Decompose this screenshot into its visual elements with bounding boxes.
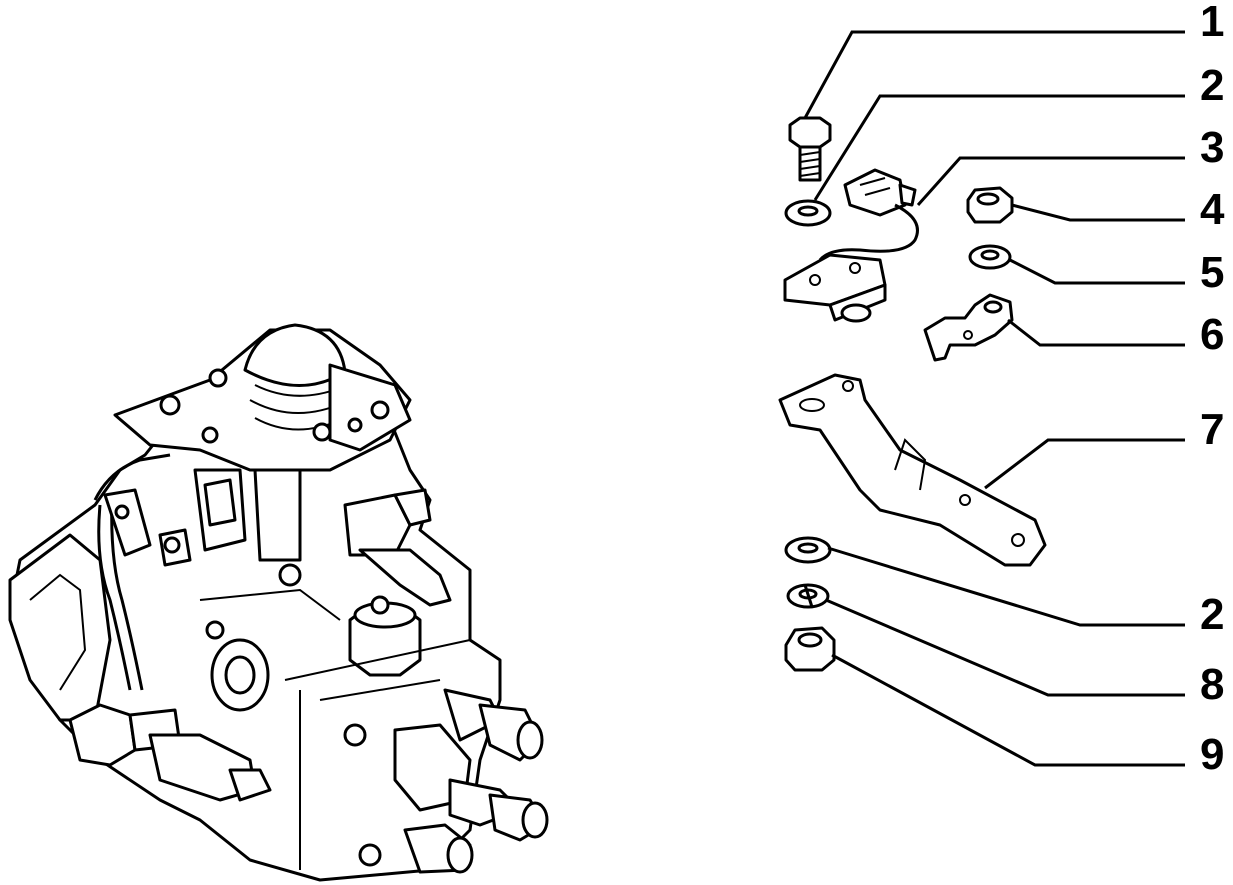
callout-8: 8 [1200,660,1224,709]
callout-1: 1 [1200,0,1224,46]
part-bracket-7 [778,373,1047,567]
callout-5: 5 [1200,248,1224,297]
part-washer-bottom [784,536,832,564]
callout-4: 4 [1200,185,1225,234]
part-lever-6 [923,293,1014,362]
callout-2-top: 2 [1200,61,1224,110]
callout-9: 9 [1200,730,1224,779]
part-sensor-switch [783,168,919,323]
leader-line-5 [1009,258,1185,285]
callout-7: 7 [1200,405,1224,454]
callout-6: 6 [1200,310,1224,359]
leader-line-7 [984,438,1185,490]
leader-line-6 [1007,318,1185,347]
part-hex-nut-9 [784,626,836,672]
callout-numbers: 1 2 3 4 5 6 7 2 8 9 [1200,0,1225,779]
callout-3: 3 [1200,123,1224,172]
leader-line-8 [825,598,1185,697]
leader-line-1 [803,30,1185,119]
leader-line-9 [831,653,1185,767]
part-hex-nut-4 [966,186,1014,224]
leader-line-4 [1011,203,1185,222]
leader-lines [803,30,1185,767]
leader-line-2b [827,546,1185,627]
part-bolt [788,116,832,182]
leader-line-2a [813,94,1185,201]
injection-pump-illustration [8,323,549,882]
part-spring-washer-8 [786,583,830,609]
leader-line-3 [916,156,1185,206]
part-washer-top [784,199,832,227]
callout-2-bottom: 2 [1200,590,1224,639]
part-washer-5 [968,244,1012,270]
